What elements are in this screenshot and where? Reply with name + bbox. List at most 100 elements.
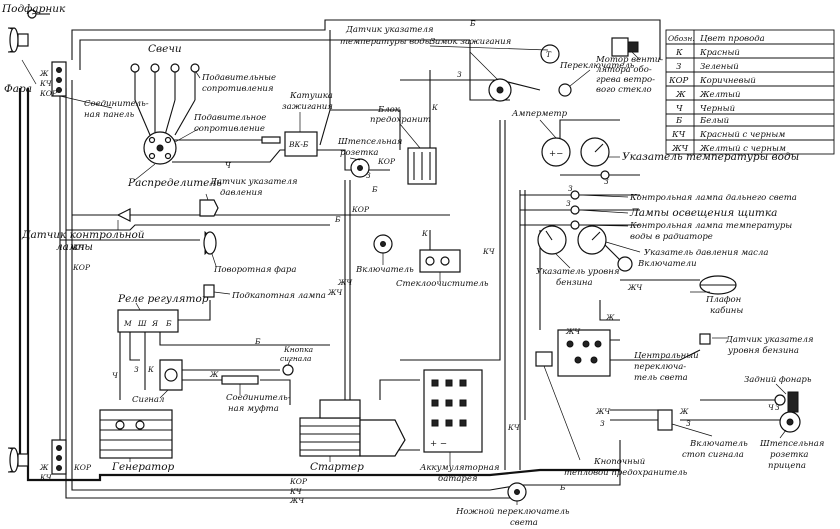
connector-panel-bottom: [51, 439, 67, 475]
wire-mark: З: [566, 199, 571, 208]
label-suppressor: сопротивление: [194, 124, 265, 134]
battery: + −: [423, 369, 483, 453]
oil-pressure-gauge: [577, 225, 607, 255]
wire-mark: КЧ: [507, 423, 520, 432]
pilot-lamps: [570, 170, 610, 230]
label-horn: Сигнал: [132, 395, 164, 405]
thermal-breaker: [535, 351, 553, 367]
wire-mark: Б: [334, 215, 341, 224]
label-temp-sensor: температуры воды: [340, 37, 432, 47]
label-connector-sleeve: ная муфта: [228, 404, 279, 414]
wire-mark: З: [134, 365, 139, 374]
ammeter: +−: [541, 137, 571, 167]
horn-button: [282, 364, 294, 376]
label-fuse-block: Блок: [377, 105, 401, 115]
voltage-regulator: [117, 309, 179, 333]
wire-mark: Ч: [112, 371, 118, 380]
svg-text:+−: +−: [549, 149, 563, 159]
label-connector-panel: Соединитель-: [84, 99, 149, 109]
spark-plugs: [130, 63, 200, 136]
legend-color: Коричневый: [699, 76, 756, 86]
label-trailer-socket: Штепсельная: [759, 439, 825, 449]
svg-text:+ −: + −: [430, 439, 447, 449]
legend-color: Красный: [699, 48, 740, 58]
windshield-motor: [611, 37, 639, 57]
legend-color: Черный: [700, 104, 735, 114]
wire-mark: КОР: [351, 205, 370, 214]
underhood-lamp: [203, 284, 215, 298]
label-suppressors: Подавительные: [201, 73, 276, 83]
label-plug-socket: розетка: [340, 148, 378, 158]
label-ignition-coil: зажигания: [282, 102, 333, 112]
label-regulator: Реле регулятор: [117, 293, 209, 305]
label-temp-lamp: Контрольная лампа температуры: [629, 221, 792, 231]
wire-mark: З: [568, 184, 573, 193]
legend-code: Ж: [675, 90, 686, 100]
headlamp-rear-left: [7, 447, 29, 473]
label-foot-switch: Ножной переключатель: [455, 507, 570, 517]
legend-code: ЖЧ: [671, 144, 689, 154]
wire-mark: КОР: [39, 89, 58, 98]
legend-color: Желтый с черным: [699, 144, 786, 154]
legend-header-code: Обозн.: [668, 34, 695, 43]
fuel-gauge: [537, 225, 567, 255]
distributor: [143, 131, 177, 165]
label-heater-motor: Мотор венти-: [595, 55, 663, 65]
legend-code: КЧ: [671, 130, 686, 140]
wire-mark: Ч: [768, 403, 774, 412]
trailer-socket: [779, 411, 801, 433]
svg-text:ВК-Б: ВК-Б: [288, 140, 309, 149]
legend-color: Красный с черным: [699, 130, 785, 140]
label-fuse-block: предохранит: [370, 115, 431, 125]
label-starter: Стартер: [310, 461, 364, 473]
label-central-switch: тель света: [634, 373, 688, 383]
label-trailer-socket: розетка: [770, 450, 808, 460]
label-switches: Включатели: [637, 259, 697, 269]
label-heater-motor: вого стекло: [596, 85, 652, 95]
water-temp-gauge: [580, 137, 610, 167]
label-pressure-sensor: давления: [220, 188, 263, 198]
label-horn-button: Кнопка: [283, 345, 313, 354]
label-spark-plugs: Свечи: [148, 43, 182, 55]
label-fuel-gauge: бензина: [556, 277, 593, 288]
label-temp-sensor: Датчик указателя: [345, 25, 434, 35]
component-labels: Подфарник Фара Соединитель- ная панель С…: [1, 3, 825, 528]
horn: [159, 359, 183, 391]
label-high-beam-lamp: Контрольная лампа дальнего света: [629, 193, 797, 203]
legend-color: Зеленый: [700, 62, 739, 72]
label-trailer-socket: прицепа: [768, 461, 806, 471]
wire-mark: З: [686, 419, 691, 428]
label-connector-sleeve: Соединитель-: [226, 393, 291, 403]
oil-sensor-switch: [617, 256, 633, 272]
label-swivel-lamp: Поворотная фара: [213, 265, 296, 275]
legend-code: К: [675, 48, 683, 58]
wire-mark: КОР: [73, 463, 92, 472]
wire-mark: ЖЧ: [627, 283, 642, 292]
connector-sleeve: [221, 375, 259, 385]
label-pressure-sensor: Датчик указателя: [209, 177, 298, 187]
wire-mark: ЖЧ: [337, 278, 352, 287]
legend-code: Б: [675, 116, 683, 126]
wire-mark: Ж: [605, 313, 615, 322]
label-sidelamp: Подфарник: [1, 3, 66, 15]
pilot-lamp-sensor: [116, 208, 131, 222]
leader-lines: [21, 11, 787, 505]
ignition-lock: [488, 78, 512, 102]
wire-mark: Б: [254, 337, 261, 346]
legend-code: З: [676, 62, 681, 72]
label-fuel-sensor: Датчик указателя: [725, 335, 814, 345]
wire-mark: КЧ: [39, 79, 52, 88]
legend-color: Белый: [699, 116, 729, 126]
label-foot-switch: света: [510, 518, 538, 528]
label-ammeter: Амперметр: [511, 109, 568, 119]
label-headlamp: Фара: [4, 83, 32, 95]
wire-mark: КОР: [377, 157, 396, 166]
wire-mark: КЧ: [289, 487, 302, 496]
pressure-sensor: [199, 199, 219, 217]
starter-motor: [299, 399, 406, 457]
wire-mark: КОР: [289, 477, 308, 486]
label-tail-lamp: Задний фонарь: [744, 375, 812, 385]
headlamp-front-left: [7, 27, 29, 53]
wire-marks: Ж КЧ КОР КЧ КОР Ж КЧ КОР Б Ч З К З КОР Б…: [39, 19, 780, 505]
